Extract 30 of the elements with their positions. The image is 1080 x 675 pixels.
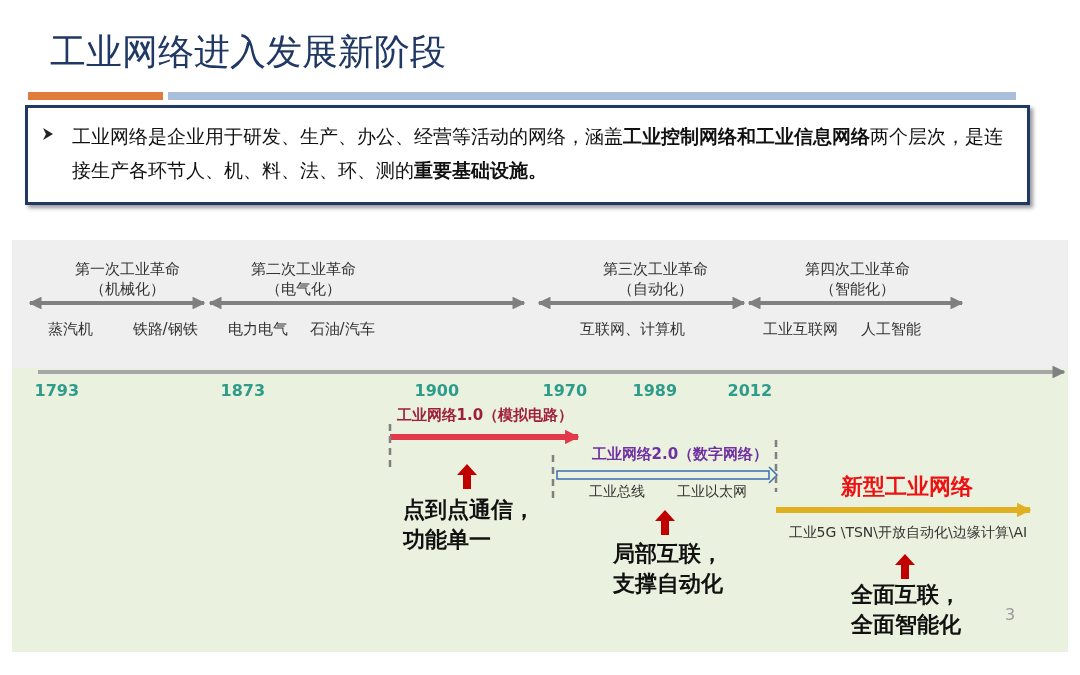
- year-label: 1900: [414, 381, 460, 400]
- year-label: 1873: [220, 381, 266, 400]
- year-label: 1989: [632, 381, 678, 400]
- feature-text: 点到点通信，功能单一: [403, 496, 536, 554]
- text-panel: [25, 105, 1030, 205]
- technology-label: 蒸汽机: [47, 320, 93, 339]
- technology-label: 石油/汽车: [309, 320, 375, 339]
- feature-text: 局部互联，支撑自动化: [612, 540, 724, 598]
- era-label: 第二次工业革命（电气化）: [249, 259, 357, 299]
- technology-label: 电力电气: [228, 320, 288, 339]
- technology-label: 互联网、计算机: [579, 320, 685, 339]
- phase-title: 工业网络1.0（模拟电路）: [396, 406, 574, 425]
- technology-label: 工业互联网: [762, 320, 838, 339]
- technology-label: 工业以太网: [677, 483, 747, 501]
- intro-paragraph: 工业网络是企业用于研发、生产、办公、经营等活动的网络，涵盖工业控制网络和工业信息网络两个层次，是连接生产各环节人、机、料、法、环、测的重要基础设施。: [72, 125, 1004, 183]
- year-label: 1793: [34, 381, 80, 400]
- phase-title: 工业网络2.0（数字网络）: [591, 445, 769, 464]
- technology-label: 工业总线: [589, 483, 645, 501]
- technology-label: 工业5G \TSN\开放自动化\边缘计算\AI: [788, 524, 1028, 542]
- era-label: 第三次工业革命（自动化）: [601, 259, 709, 299]
- slide-title: 工业网络进入发展新阶段: [50, 30, 446, 74]
- technology-label: 铁路/钢铁: [132, 320, 198, 339]
- feature-text: 全面互联，全面智能化: [850, 581, 962, 639]
- year-label: 2012: [727, 381, 773, 400]
- era-label: 第一次工业革命（机械化）: [73, 259, 181, 299]
- phase-title: 新型工业网络: [841, 473, 973, 501]
- technology-label: 人工智能: [861, 320, 921, 339]
- era-label: 第四次工业革命（智能化）: [803, 259, 911, 299]
- page-number: 3: [1005, 605, 1016, 624]
- year-label: 1970: [542, 381, 588, 400]
